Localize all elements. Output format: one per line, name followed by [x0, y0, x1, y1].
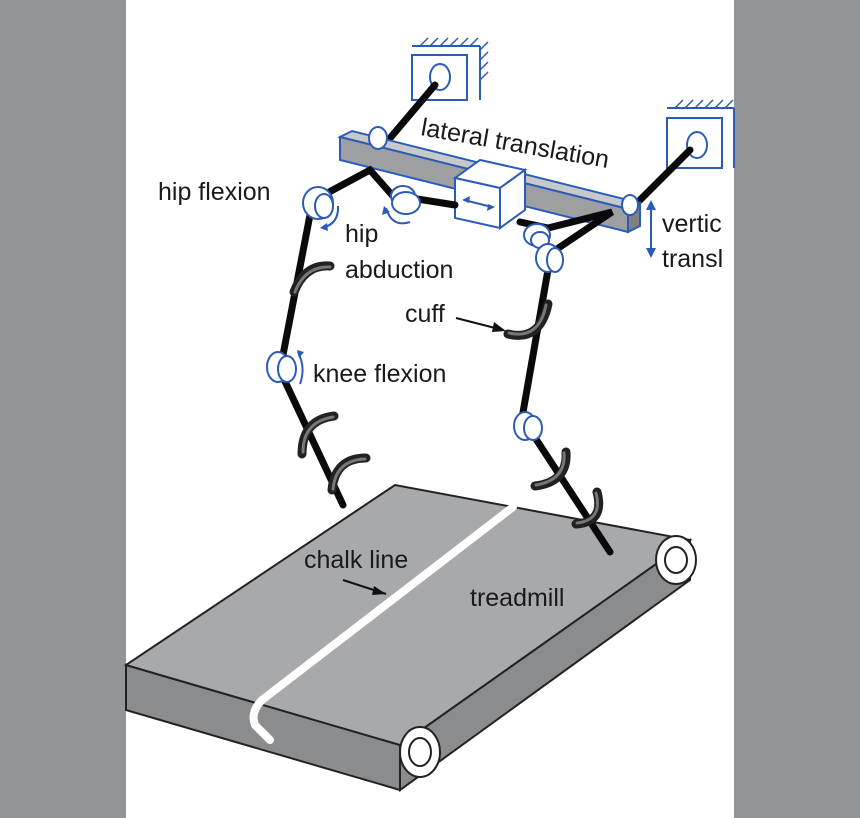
slider-block — [452, 158, 528, 230]
left-hip-linkage — [314, 165, 459, 209]
lateral-arrow-left-head — [462, 196, 470, 203]
lateral-arrow-right-head — [487, 204, 495, 211]
chalk-line-arrowhead — [372, 586, 386, 595]
right-shank-cuff-upper — [530, 447, 571, 491]
right-thigh — [518, 266, 552, 422]
label-treadmill: treadmill — [470, 584, 564, 612]
beam-right-joint — [621, 194, 639, 216]
left-shank-cuff-upper — [297, 411, 339, 459]
right-thigh-cuff — [503, 299, 553, 340]
left-wall-mount — [411, 37, 489, 101]
left-thigh-cuff — [289, 261, 335, 297]
hip-flexion-arrowhead — [320, 223, 328, 231]
label-hip-abduction-1: hip — [345, 220, 378, 248]
knee-flexion-arrowhead — [297, 350, 304, 358]
left-support-strut — [376, 81, 439, 154]
vertical-arrow-bottom-head — [646, 248, 656, 258]
label-chalk-line: chalk line — [304, 546, 408, 574]
right-wall-mount — [666, 99, 735, 169]
left-hip-abduction-joint-face — [391, 191, 421, 215]
chalk-line — [249, 503, 517, 744]
hip-abduction-arrowhead — [382, 206, 390, 215]
label-vertical-translation-1: vertic — [662, 210, 722, 238]
left-shank-cuff-lower — [327, 453, 371, 495]
right-shank — [526, 426, 614, 556]
label-knee-flexion: knee flexion — [313, 360, 446, 388]
right-knee-joint-face — [523, 415, 543, 441]
right-shank-cuff-lower — [571, 487, 604, 529]
left-knee-joint-face — [277, 355, 297, 383]
cuff-arrowhead — [492, 322, 506, 332]
label-hip-flexion: hip flexion — [158, 178, 271, 206]
label-vertical-translation-2: transl — [662, 245, 723, 273]
right-support-strut — [626, 146, 694, 214]
label-cuff: cuff — [405, 300, 445, 328]
right-side-panel — [734, 0, 860, 818]
label-hip-abduction-2: abduction — [345, 256, 453, 284]
vertical-arrow-top-head — [646, 200, 656, 210]
left-hip-flexion-joint-face — [314, 193, 334, 219]
left-side-panel — [0, 0, 126, 818]
right-hip-flexion-joint-face — [546, 247, 564, 273]
treadmill-body — [123, 483, 697, 792]
beam-top-joint — [368, 126, 388, 150]
knee-flexion-arrow — [297, 351, 304, 385]
